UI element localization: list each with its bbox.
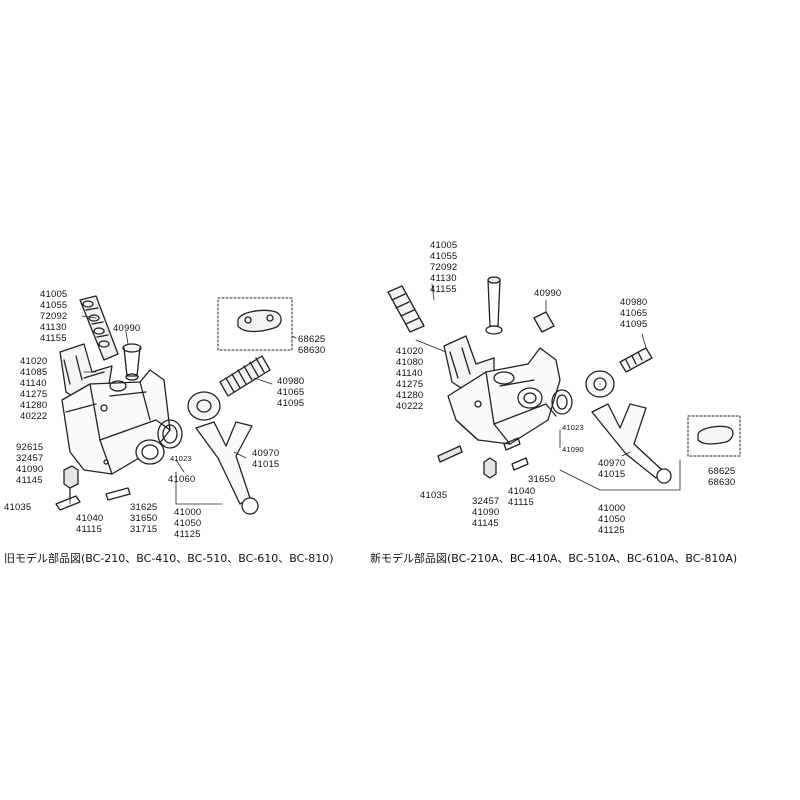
new-label-link: 68625 68630 (708, 466, 736, 488)
new-label-handle: 40970 41015 (598, 458, 626, 480)
new-top-bolt-part (485, 276, 503, 335)
old-label-frame: 41000 41050 41125 (174, 507, 202, 540)
old-label-link: 68625 68630 (298, 334, 326, 356)
old-label-bolt: 92615 32457 41090 41145 (16, 442, 44, 486)
new-label-chain: 41005 41055 72092 41130 41155 (430, 240, 458, 295)
new-label-31650: 31650 (528, 474, 556, 485)
old-label-knob: 40990 (113, 323, 141, 334)
old-label-31625: 31625 31650 31715 (130, 502, 158, 535)
new-pin-part (437, 445, 463, 463)
old-model-drawing (55, 295, 297, 515)
old-label-spring: 40980 41065 41095 (277, 376, 305, 409)
new-side-spring-part (619, 347, 653, 373)
new-label-jaw: 41020 41080 41140 41275 41280 40222 (396, 346, 424, 412)
new-label-spring: 40980 41065 41095 (620, 297, 648, 330)
new-knob-part (533, 311, 555, 333)
new-spring-part (387, 285, 425, 333)
new-small-bolt-part (483, 457, 497, 479)
new-label-41035: 41035 (420, 490, 448, 501)
new-frame-part (447, 347, 561, 445)
new-nut-part (585, 370, 615, 398)
old-label-handle: 40970 41015 (252, 448, 280, 470)
new-label-41090-inner: 41090 (562, 445, 584, 454)
old-label-jaw: 41020 41085 41140 41275 41280 40222 (20, 356, 48, 422)
old-chain-part (79, 295, 119, 361)
old-bolt-part (63, 465, 79, 499)
old-nut-part (187, 391, 221, 421)
new-label-frame: 41000 41050 41125 (598, 503, 626, 536)
new-handle-part (591, 403, 672, 484)
old-label-41060: 41060 (168, 474, 196, 485)
old-knob-part (122, 343, 142, 381)
old-handle-part (195, 421, 259, 515)
old-label-41023: 41023 (170, 454, 192, 463)
old-link-detail (217, 297, 293, 351)
new-model-caption: 新モデル部品図(BC-210A、BC-410A、BC-510A、BC-610A、… (370, 552, 738, 565)
old-label-pins: 41040 41115 (76, 513, 104, 535)
new-label-bolt: 32457 41090 41145 (472, 496, 500, 529)
old-pins-part (55, 487, 131, 511)
new-ring-part (551, 389, 573, 415)
old-label-chain: 41005 41055 72092 41130 41155 (40, 289, 68, 344)
new-label-pins: 41040 41115 (508, 486, 536, 508)
new-label-knob: 40990 (534, 288, 562, 299)
new-label-41023: 41023 (562, 423, 584, 432)
new-model-drawing (387, 276, 741, 491)
new-small-pins-part (503, 437, 529, 471)
old-ring-part (157, 419, 183, 449)
old-model-caption: 旧モデル部品図(BC-210、BC-410、BC-510、BC-610、BC-8… (4, 552, 334, 565)
new-link-detail (687, 415, 741, 457)
old-frame-part (61, 369, 171, 475)
old-spring-part (219, 355, 271, 397)
old-label-41035: 41035 (4, 502, 32, 513)
